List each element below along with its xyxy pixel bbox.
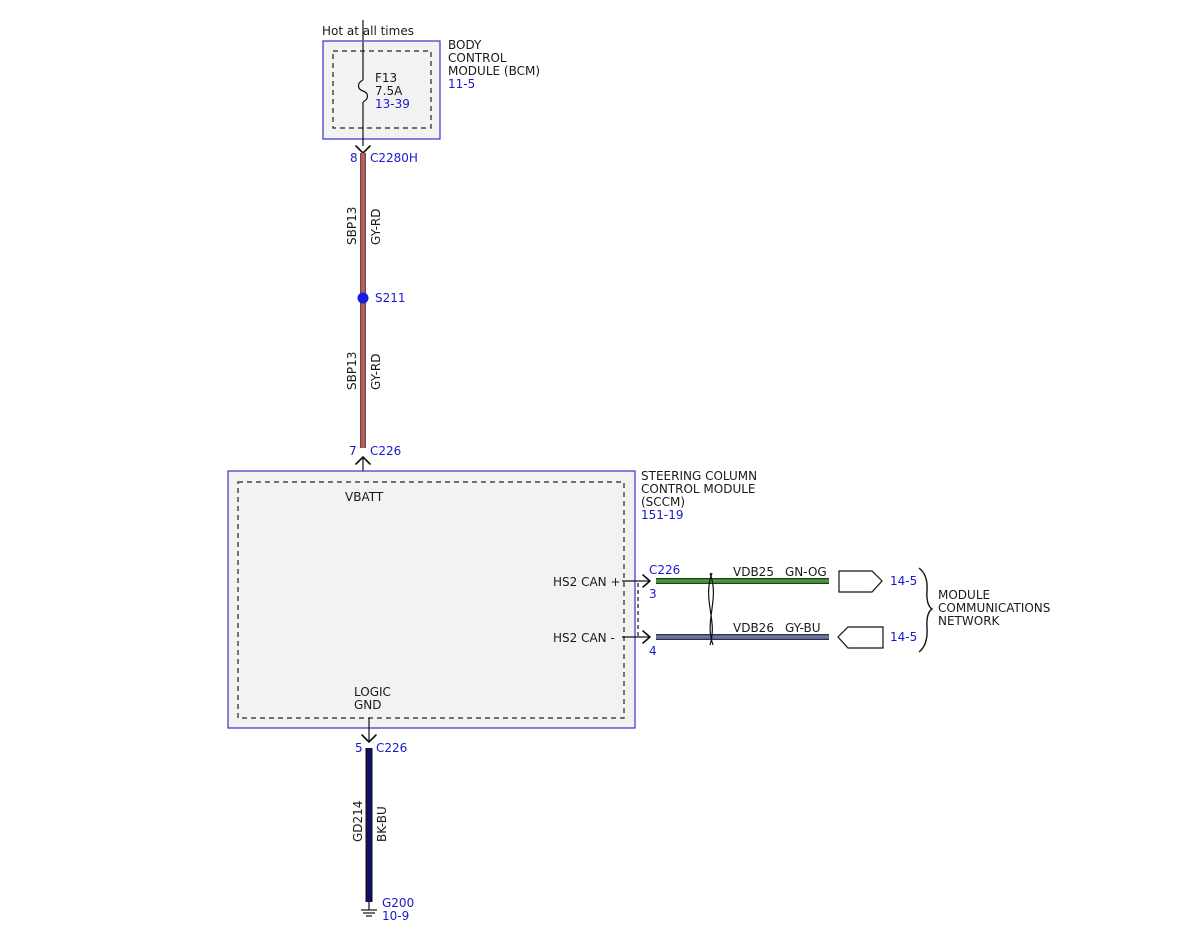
sccm-pin-logic: LOGIC <box>354 685 391 699</box>
sccm-pin-hs2-can-plus: HS2 CAN + <box>553 575 621 589</box>
c226-vbatt-connector-link[interactable]: C226 <box>370 444 401 458</box>
sbp13-upper-color: GY-RD <box>369 208 383 245</box>
vdb25-color: GN-OG <box>785 565 827 579</box>
sbp13-upper-circuit: SBP13 <box>345 207 359 245</box>
twisted-pair-symbol <box>708 572 714 646</box>
network-brace <box>918 567 934 653</box>
c226-can-pin-plus: 3 <box>649 587 657 601</box>
sccm-module <box>227 470 636 729</box>
c226-gnd-connector-link[interactable]: C226 <box>376 741 407 755</box>
sccm-name-line-3: (SCCM) <box>641 495 685 509</box>
sccm-pin-vbatt: VBATT <box>345 490 384 504</box>
gd214-color: BK-BU <box>375 806 389 842</box>
network-label-line-1: MODULE <box>938 588 990 602</box>
ground-symbol <box>361 902 377 917</box>
fuse-symbol <box>357 79 369 103</box>
c2280h-pin: 8 <box>350 151 358 165</box>
fuse-ref-link[interactable]: 13-39 <box>375 97 410 111</box>
c226-vbatt-pin: 7 <box>349 444 357 458</box>
sccm-pin-gnd: GND <box>354 698 382 712</box>
c2280h-connector-link[interactable]: C2280H <box>370 151 418 165</box>
fuse-rating: 7.5A <box>375 84 403 98</box>
sbp13-lower-color: GY-RD <box>369 353 383 390</box>
network-minus-ref-link[interactable]: 14-5 <box>890 630 917 644</box>
bcm-name-line-1: BODY <box>448 38 482 52</box>
c2280h-connector-arrow <box>355 145 371 154</box>
network-label-line-2: COMMUNICATIONS <box>938 601 1050 615</box>
bcm-name-line-3: MODULE (BCM) <box>448 64 540 78</box>
vdb26-color: GY-BU <box>785 621 821 635</box>
bcm-ref-link[interactable]: 11-5 <box>448 77 475 91</box>
bcm-module <box>322 40 441 140</box>
bcm-name-line-2: CONTROL <box>448 51 507 65</box>
c226-can-connector-link[interactable]: C226 <box>649 563 680 577</box>
fuse-name: F13 <box>375 71 397 85</box>
sccm-pin-hs2-can-minus: HS2 CAN - <box>553 631 615 645</box>
sccm-ref-link[interactable]: 151-19 <box>641 508 684 522</box>
network-plus-connector-tag <box>838 570 883 593</box>
gd214-circuit: GD214 <box>351 801 365 842</box>
hot-at-all-times-label: Hot at all times <box>322 24 414 38</box>
sccm-name-line-2: CONTROL MODULE <box>641 482 756 496</box>
c226-gnd-connector-arrow <box>361 734 377 743</box>
sbp13-lower-circuit: SBP13 <box>345 352 359 390</box>
c226-can-plus-connector-arrow <box>642 574 651 588</box>
c226-can-pin-minus: 4 <box>649 644 657 658</box>
c226-gnd-pin: 5 <box>355 741 363 755</box>
vdb25-circuit: VDB25 <box>733 565 774 579</box>
ground-ref-link[interactable]: 10-9 <box>382 909 409 923</box>
network-label-line-3: NETWORK <box>938 614 1001 628</box>
c226-can-minus-connector-arrow <box>642 630 651 644</box>
ground-g200-link[interactable]: G200 <box>382 896 414 910</box>
sccm-name-line-1: STEERING COLUMN <box>641 469 757 483</box>
splice-s211-link[interactable]: S211 <box>375 291 406 305</box>
vdb26-circuit: VDB26 <box>733 621 774 635</box>
splice-dot <box>357 292 369 304</box>
network-plus-ref-link[interactable]: 14-5 <box>890 574 917 588</box>
network-minus-connector-tag <box>837 626 884 649</box>
